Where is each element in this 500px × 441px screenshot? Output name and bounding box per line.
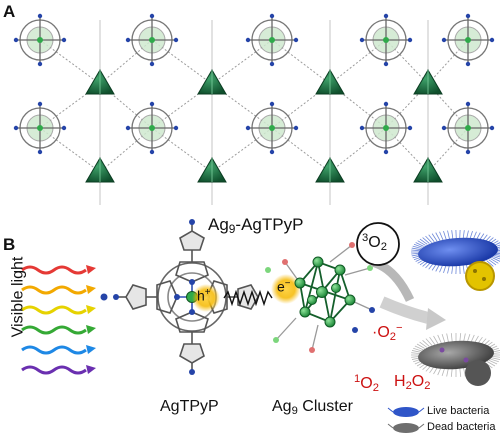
framework-porphyrin bbox=[359, 13, 413, 67]
light-arrowhead bbox=[86, 345, 96, 354]
light-arrowhead bbox=[86, 285, 96, 294]
framework-ag9-node bbox=[197, 69, 227, 95]
framework-porphyrin bbox=[245, 13, 299, 67]
framework-porphyrin bbox=[125, 13, 179, 67]
visible-light-label: Visible light bbox=[9, 256, 27, 338]
cluster-sub: 9 bbox=[291, 404, 298, 417]
light-wave bbox=[21, 325, 87, 335]
caption-suffix: -AgTPyP bbox=[235, 215, 304, 234]
framework-porphyrin bbox=[125, 101, 179, 155]
singlet-sub: 2 bbox=[372, 381, 379, 394]
panel-b-label: B bbox=[3, 235, 16, 254]
light-wave bbox=[21, 265, 87, 275]
hole-sup: + bbox=[204, 287, 211, 298]
legend-icons bbox=[387, 407, 425, 433]
framework-porphyrin bbox=[245, 101, 299, 155]
reaction-arrows bbox=[370, 257, 446, 330]
agtpyp-label: AgTPyP bbox=[160, 398, 219, 415]
cluster-suffix: Cluster bbox=[297, 398, 353, 415]
ag9-cluster bbox=[265, 242, 375, 353]
panel-a-label: A bbox=[3, 2, 16, 21]
framework-ag9-node bbox=[315, 69, 345, 95]
singlet-base: O bbox=[360, 375, 373, 393]
framework-porphyrin bbox=[13, 101, 67, 155]
electron-glow bbox=[271, 274, 301, 304]
framework-ag9-node bbox=[85, 69, 115, 95]
ag9-cluster-label: Ag9 Cluster bbox=[272, 398, 353, 417]
light-arrowhead bbox=[86, 305, 96, 314]
electron-sup: − bbox=[284, 278, 291, 289]
framework-porphyrin bbox=[359, 101, 413, 155]
triplet-oxygen-label: 3O2 bbox=[362, 232, 387, 253]
oxygen-sub: 2 bbox=[380, 240, 387, 253]
singlet-sup: 1 bbox=[354, 373, 361, 385]
h2o2-base: H bbox=[394, 373, 406, 390]
superoxide-prefix: ·O bbox=[372, 324, 390, 342]
superoxide-sub: 2 bbox=[389, 330, 397, 343]
live-bacteria bbox=[411, 230, 500, 291]
superoxide-sup: − bbox=[396, 322, 403, 334]
electron-base: e bbox=[277, 278, 285, 295]
framework-ag9-node bbox=[413, 157, 443, 183]
h2o2-sub2: 2 bbox=[424, 379, 431, 392]
framework-lattice bbox=[13, 13, 495, 205]
triplet-oxygen-circle bbox=[356, 222, 400, 266]
caption-sub: 9 bbox=[228, 221, 236, 236]
light-wave bbox=[21, 345, 87, 355]
light-arrowhead bbox=[86, 365, 96, 374]
light-wave bbox=[21, 285, 87, 295]
electron-symbol: e− bbox=[277, 278, 291, 294]
framework-porphyrin bbox=[441, 13, 495, 67]
framework-porphyrin bbox=[441, 101, 495, 155]
framework-ag9-node bbox=[315, 157, 345, 183]
singlet-oxygen-label: 1O2 bbox=[354, 373, 379, 394]
hole-symbol: h+ bbox=[197, 287, 211, 303]
light-wave bbox=[21, 365, 87, 375]
hole-glow bbox=[192, 284, 220, 312]
oxygen-base: O bbox=[368, 234, 381, 252]
hole-base: h bbox=[197, 287, 205, 304]
superoxide-label: ·O2− bbox=[372, 322, 403, 343]
hydrogen-peroxide-label: H2O2 bbox=[394, 373, 430, 392]
legend-dead: Dead bacteria bbox=[427, 421, 496, 433]
h2o2-base2: O bbox=[411, 373, 425, 390]
light-wave bbox=[21, 305, 87, 315]
legend-live: Live bacteria bbox=[427, 405, 490, 417]
framework-porphyrin bbox=[13, 13, 67, 67]
dead-bacteria bbox=[411, 333, 500, 386]
framework-ag9-node bbox=[197, 157, 227, 183]
visible-light-arrows bbox=[21, 265, 96, 375]
framework-ag9-node bbox=[413, 69, 443, 95]
h2o2-sub: 2 bbox=[405, 379, 412, 392]
charge-transfer-link bbox=[223, 289, 273, 307]
framework-ag9-node bbox=[85, 157, 115, 183]
caption-prefix: Ag bbox=[208, 215, 229, 234]
framework-caption: Ag9-AgTPyP bbox=[208, 215, 303, 236]
cluster-prefix: Ag bbox=[272, 398, 292, 415]
light-arrowhead bbox=[86, 325, 96, 334]
oxygen-sup: 3 bbox=[362, 232, 369, 244]
light-arrowhead bbox=[86, 265, 96, 274]
